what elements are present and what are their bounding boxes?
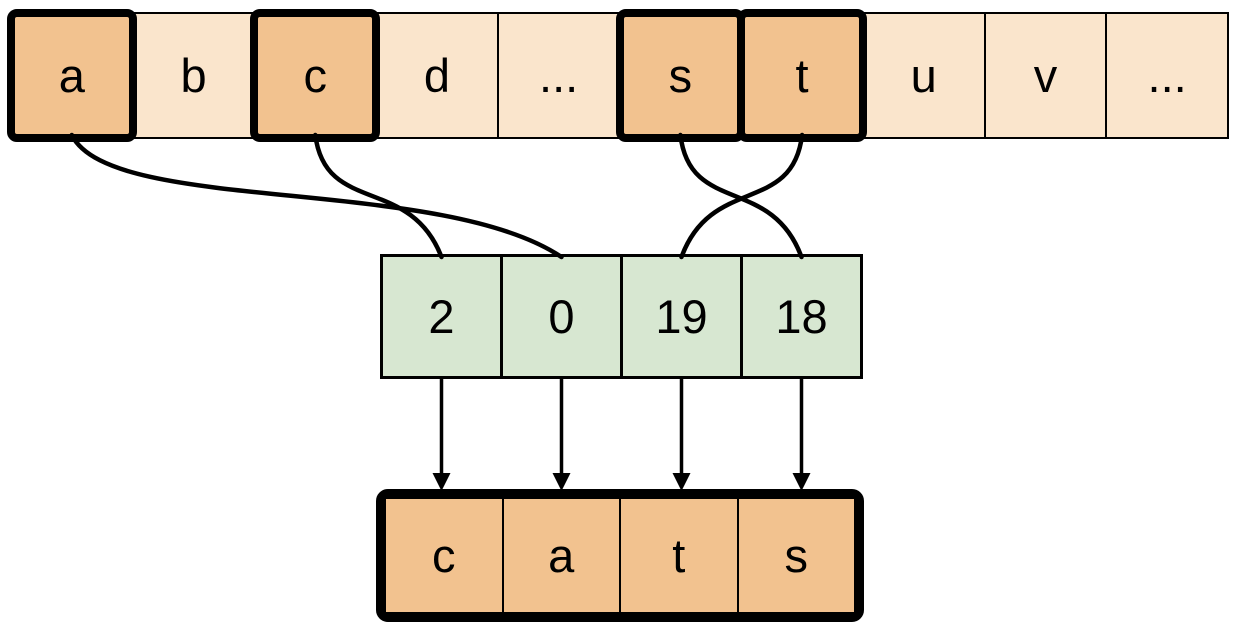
alphabet-cell-t: t	[737, 9, 867, 142]
alphabet-cell-b: b	[131, 12, 256, 139]
alphabet-cell-s: s	[615, 9, 746, 142]
output-cell-c: c	[384, 497, 504, 614]
alphabet-cell-a: a	[7, 9, 137, 142]
output-cell-a: a	[501, 497, 621, 614]
index-cell-0: 0	[500, 254, 623, 379]
output-cell-t: t	[619, 497, 739, 614]
alphabet-cell-ellipsis-4: ...	[496, 12, 621, 139]
index-cell-19: 19	[620, 254, 743, 379]
alphabet-cell-u: u	[861, 12, 986, 139]
index-cell-18: 18	[740, 254, 863, 379]
alphabet-cell-c: c	[250, 9, 381, 142]
alphabet-cell-d: d	[375, 12, 499, 139]
alphabet-cell-v: v	[983, 12, 1108, 139]
output-cell-s: s	[736, 497, 856, 614]
index-cell-2: 2	[380, 254, 503, 379]
alphabet-cell-ellipsis-9: ...	[1105, 12, 1229, 139]
